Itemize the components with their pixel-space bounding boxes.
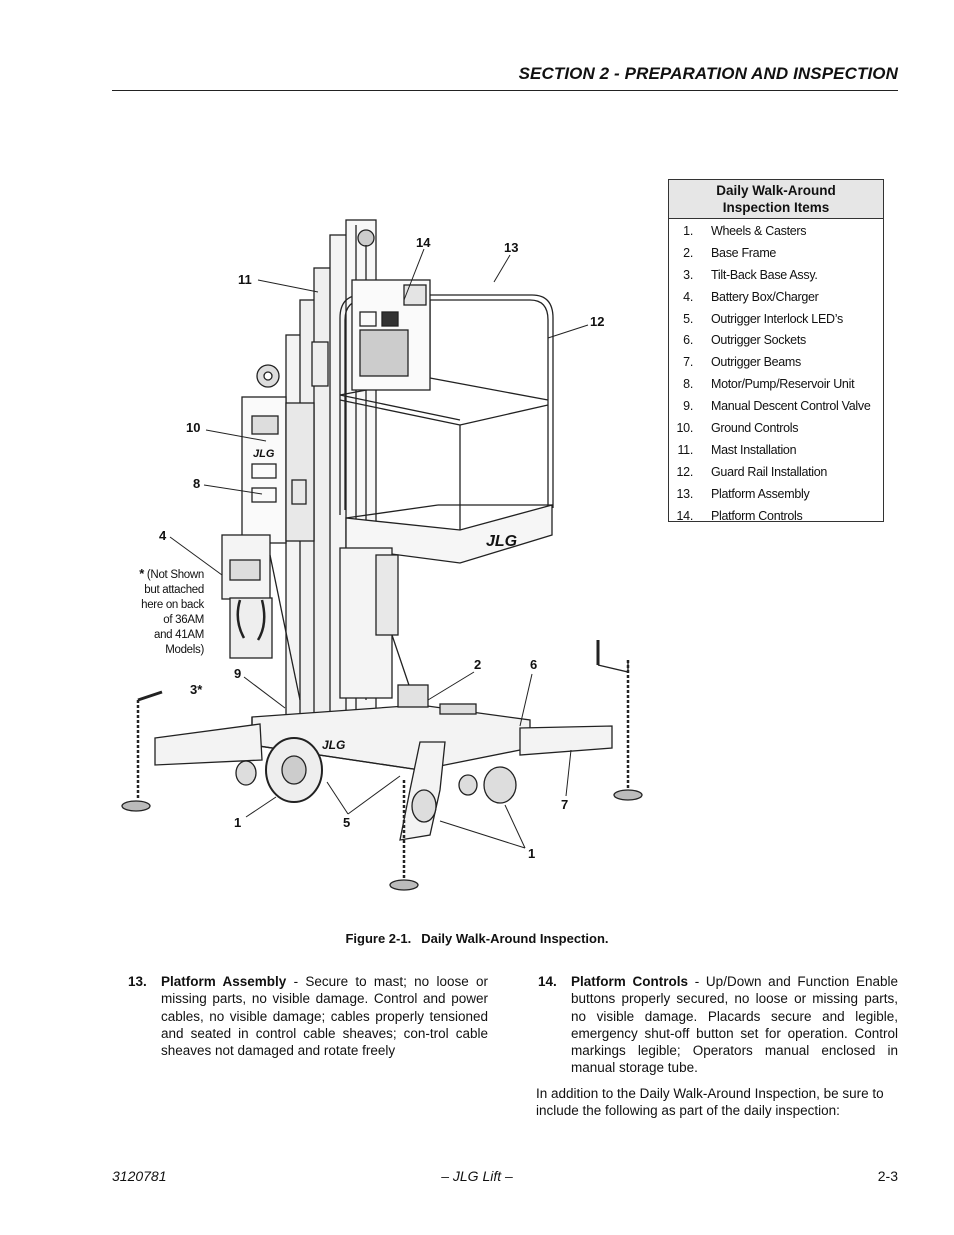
callout-3: 3* [190, 682, 203, 697]
section-title: SECTION 2 - PREPARATION AND INSPECTION [518, 64, 898, 83]
paragraph-body: - Secure to mast; no loose or missing pa… [161, 974, 488, 1059]
note-line: Models) [165, 644, 204, 656]
table-row: 10.Ground Controls [676, 421, 799, 436]
box-logo: JLG [253, 448, 275, 460]
platform-logo: JLG [486, 533, 517, 550]
table-row: 14.Platform Controls [676, 508, 803, 523]
figure-caption-label: Figure 2-1. [345, 931, 412, 946]
page-header: SECTION 2 - PREPARATION AND INSPECTION [112, 64, 898, 91]
callout-4: 4 [159, 528, 167, 543]
note-line: and 41AM [153, 629, 204, 641]
table-row: 13.Platform Assembly [676, 486, 810, 501]
note-line: here on back [141, 599, 204, 611]
table-row: 1.Wheels & Casters [683, 224, 807, 238]
note-line: but attached [144, 584, 204, 596]
figure-caption: Figure 2-1. Daily Walk-Around Inspection. [0, 931, 954, 946]
note-star: * [139, 566, 144, 581]
callout-7: 7 [561, 797, 569, 812]
callout-12: 12 [590, 314, 605, 329]
paragraph-number: 14. [538, 974, 557, 989]
lift-diagram: JLG JLG JLG [121, 219, 643, 891]
callout-1a: 1 [234, 815, 242, 830]
note-line: of 36AM [163, 614, 204, 626]
callout-2: 2 [474, 657, 482, 672]
table-row: 3.Tilt-Back Base Assy. [683, 267, 818, 282]
base-logo: JLG [322, 738, 345, 752]
callout-6: 6 [530, 657, 538, 672]
table-row: 6.Outrigger Sockets [683, 333, 806, 348]
figure-caption-text: Daily Walk-Around Inspection. [421, 931, 609, 946]
paragraph-14: 14. Platform Controls - Up/Down and Funct… [538, 973, 898, 1077]
callout-11: 11 [238, 272, 252, 287]
callout-1b: 1 [528, 846, 536, 861]
table-row: 12.Guard Rail Installation [676, 464, 828, 479]
table-row: 5.Outrigger Interlock LED’s [683, 311, 843, 326]
footer-doc-number: 3120781 [112, 1168, 167, 1184]
table-body: 1.Wheels & Casters 2.Base Frame 3.Tilt-B… [669, 219, 883, 527]
callout-5: 5 [343, 815, 351, 830]
paragraph-title: Platform Controls [571, 974, 688, 989]
footer-page-number: 2-3 [877, 1168, 898, 1184]
note-line: (Not Shown [146, 569, 204, 581]
table-row: 11.Mast Installation [677, 442, 797, 457]
paragraph-title: Platform Assembly [161, 974, 287, 989]
callout-10: 10 [186, 420, 201, 435]
table-row: 8.Motor/Pump/Reservoir Unit [683, 377, 855, 392]
table-heading: Daily Walk-Around Inspection Items [669, 180, 883, 219]
addition-paragraph: In addition to the Daily Walk-Around Ins… [536, 1086, 884, 1119]
table-row: 2.Base Frame [683, 245, 777, 260]
table-row: 7.Outrigger Beams [683, 355, 801, 370]
callout-13: 13 [504, 240, 519, 255]
table-heading-line: Daily Walk-Around [716, 183, 836, 198]
table-row: 4.Battery Box/Charger [683, 289, 819, 304]
callout-9: 9 [234, 666, 242, 681]
paragraph-number: 13. [128, 974, 147, 989]
callout-14: 14 [416, 235, 431, 250]
paragraph-body: - Up/Down and Function Enable buttons pr… [571, 974, 898, 1076]
callout-8: 8 [193, 476, 201, 491]
table-heading-line: Inspection Items [722, 200, 830, 215]
inspection-items-table: Daily Walk-Around Inspection Items 1.Whe… [668, 179, 884, 523]
not-shown-note: * (Not Shown but attached here on back o… [130, 566, 204, 658]
footer-center: – JLG Lift – [441, 1168, 513, 1184]
table-row: 9.Manual Descent Control Valve [683, 399, 871, 414]
paragraph-13: 13. Platform Assembly - Secure to mast; n… [128, 973, 488, 1059]
